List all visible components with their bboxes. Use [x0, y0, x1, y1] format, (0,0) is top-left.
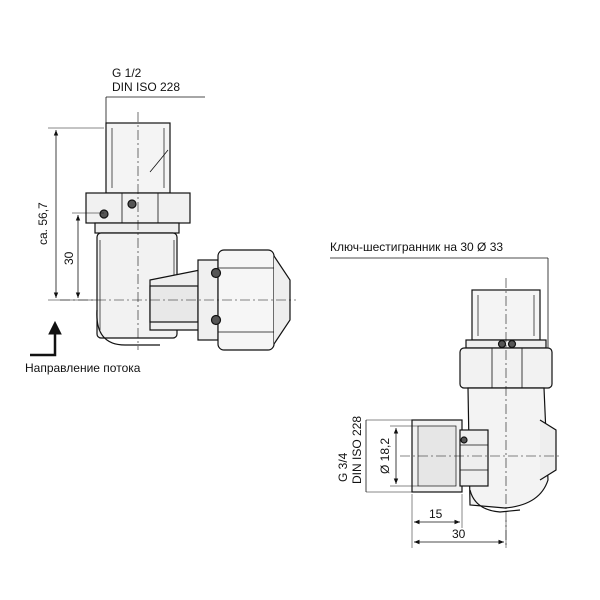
bottom-view-centerlines	[400, 278, 560, 545]
dim-length-30: 30	[452, 527, 466, 541]
top-view-valve	[85, 122, 291, 351]
flow-direction-label: Направление потока	[25, 361, 141, 375]
bottom-view-dimensions	[330, 257, 549, 548]
dim-height-30: 30	[62, 251, 76, 265]
top-view-centerlines	[60, 112, 296, 350]
bottom-thread-standard: DIN ISO 228	[350, 415, 364, 484]
dim-diameter: Ø 18,2	[378, 437, 392, 474]
top-view-dimensions	[48, 96, 205, 301]
dim-depth-15: 15	[429, 507, 443, 521]
flow-direction-arrow	[30, 320, 62, 357]
bottom-view-valve	[411, 289, 557, 513]
top-thread-label: G 1/2	[112, 66, 142, 80]
hex-key-label: Ключ-шестигранник на 30 Ø 33	[330, 240, 504, 254]
top-thread-standard: DIN ISO 228	[112, 80, 181, 94]
dim-overall-height: ca. 56,7	[36, 202, 50, 245]
bottom-thread-label: G 3/4	[336, 452, 350, 482]
